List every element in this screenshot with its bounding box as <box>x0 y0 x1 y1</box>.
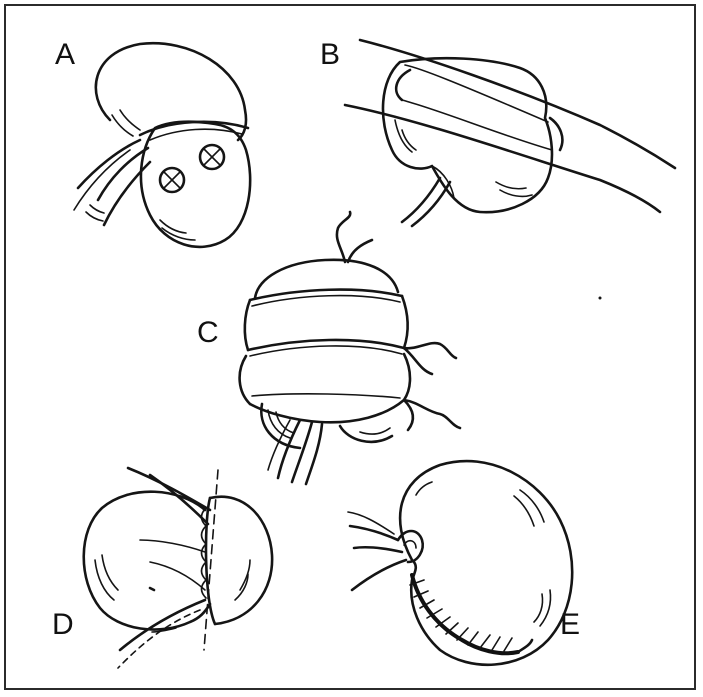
screw-head-icon <box>200 145 224 169</box>
kidney-with-sutured-bands-drawing <box>240 212 460 484</box>
sutured-kidney-drawing <box>348 461 572 665</box>
screw-head-icon <box>160 168 184 192</box>
kidney-with-screws-drawing <box>74 43 250 247</box>
stray-dot <box>599 297 602 300</box>
partial-nephrectomy-drawing <box>84 468 272 668</box>
kidney-with-band-drawing <box>345 40 675 226</box>
